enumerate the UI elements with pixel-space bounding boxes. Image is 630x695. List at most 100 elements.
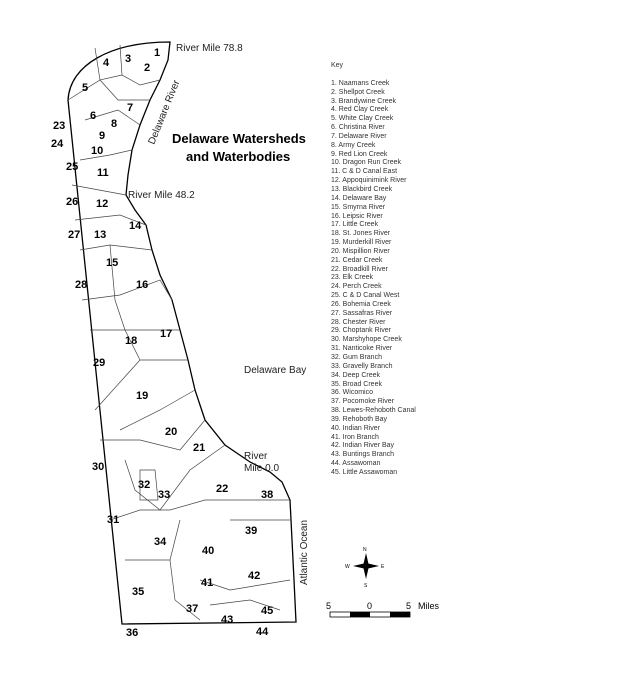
key-item: 6. Christina River — [331, 124, 385, 132]
key-item: 45. Little Assawoman — [331, 468, 398, 476]
scale-bar: 5 0 5 Miles — [326, 601, 440, 618]
num-27: 27 — [68, 229, 80, 241]
num-44: 44 — [256, 626, 269, 638]
key-item: 28. Chester River — [331, 318, 386, 326]
key-item: 2. Shellpot Creek — [331, 88, 385, 96]
key-item: 7. Delaware River — [331, 132, 387, 140]
key-item: 20. Mispillion River — [331, 247, 390, 255]
key-item: 17. Little Creek — [331, 221, 379, 229]
num-34: 34 — [154, 536, 167, 548]
key-item: 9. Red Lion Creek — [331, 150, 388, 158]
num-21: 21 — [193, 442, 205, 454]
watershed-numbers: 1 2 3 4 5 6 7 8 9 10 11 12 13 14 15 16 1… — [51, 47, 273, 639]
scale-right: 5 — [406, 601, 411, 611]
key-item: 29. Choptank River — [331, 327, 391, 335]
key-item: 23. Elk Creek — [331, 274, 374, 282]
key-item: 33. Gravelly Branch — [331, 362, 393, 370]
key-item: 34. Deep Creek — [331, 371, 381, 379]
key-item: 41. Iron Branch — [331, 433, 379, 441]
key-item: 36. Wicomico — [331, 389, 374, 397]
num-1: 1 — [154, 47, 160, 59]
river-mile-0-label-2: Mile 0.0 — [244, 463, 279, 474]
key-item: 11. C & D Canal East — [331, 168, 398, 176]
num-12: 12 — [96, 198, 108, 210]
compass-w: W — [345, 564, 350, 570]
num-6: 6 — [90, 110, 96, 122]
num-4: 4 — [103, 57, 110, 69]
delaware-bay-label: Delaware Bay — [244, 365, 306, 376]
num-14: 14 — [129, 220, 142, 232]
key-item: 42. Indian River Bay — [331, 442, 395, 450]
key-item: 1. Naamans Creek — [331, 79, 390, 87]
key-item: 19. Murderkill River — [331, 239, 392, 247]
num-15: 15 — [106, 257, 118, 269]
scale-unit: Miles — [418, 601, 440, 611]
key-item: 5. White Clay Creek — [331, 115, 394, 123]
num-8: 8 — [111, 118, 117, 130]
num-22: 22 — [216, 483, 228, 495]
compass-n: N — [363, 547, 367, 553]
num-13: 13 — [94, 229, 106, 241]
num-32: 32 — [138, 479, 150, 491]
num-16: 16 — [136, 279, 148, 291]
compass-e: E — [381, 564, 385, 570]
key-item: 12. Appoquinimink River — [331, 177, 407, 185]
key-item: 39. Rehoboth Bay — [331, 415, 388, 423]
num-30: 30 — [92, 461, 104, 473]
num-17: 17 — [160, 328, 172, 340]
num-18: 18 — [125, 335, 137, 347]
key-item: 35. Broad Creek — [331, 380, 382, 388]
num-42: 42 — [248, 570, 260, 582]
key-item: 4. Red Clay Creek — [331, 106, 389, 114]
compass-rose-icon: N S E W — [345, 547, 385, 589]
key-item: 31. Nanticoke River — [331, 345, 393, 353]
key-item: 14. Delaware Bay — [331, 194, 387, 202]
num-41: 41 — [201, 577, 213, 589]
num-29: 29 — [93, 357, 105, 369]
num-36: 36 — [126, 627, 138, 639]
key-item: 15. Smyrna River — [331, 203, 386, 211]
num-37: 37 — [186, 603, 198, 615]
num-35: 35 — [132, 586, 144, 598]
num-10: 10 — [91, 145, 103, 157]
num-25: 25 — [66, 161, 78, 173]
num-38: 38 — [261, 489, 273, 501]
watershed-boundaries — [67, 44, 291, 621]
river-mile-0-label-1: River — [244, 451, 268, 462]
river-mile-78-label: River Mile 78.8 — [176, 43, 243, 54]
compass-s: S — [364, 583, 368, 589]
key-item: 32. Gum Branch — [331, 354, 382, 361]
num-39: 39 — [245, 525, 257, 537]
key-item: 40. Indian River — [331, 424, 381, 432]
num-31: 31 — [107, 514, 119, 526]
scale-left: 5 — [326, 601, 331, 611]
num-33: 33 — [158, 489, 170, 501]
key-item: 3. Brandywine Creek — [331, 97, 396, 105]
key-item: 38. Lewes-Rehoboth Canal — [331, 407, 416, 415]
key-item: 21. Cedar Creek — [331, 256, 383, 264]
map-title-line1: Delaware Watersheds — [172, 131, 306, 146]
state-outline — [67, 41, 297, 625]
num-5: 5 — [82, 82, 88, 94]
num-45: 45 — [261, 605, 273, 617]
key-item: 18. St. Jones River — [331, 230, 391, 238]
num-26: 26 — [66, 196, 78, 208]
key-item: 27. Sassafras River — [331, 309, 393, 317]
num-9: 9 — [99, 130, 105, 142]
num-19: 19 — [136, 390, 148, 402]
key-item: 16. Leipsic River — [331, 212, 383, 220]
atlantic-ocean-label: Atlantic Ocean — [299, 520, 310, 585]
key-item: 30. Marshyhope Creek — [331, 336, 402, 344]
key-item: 25. C & D Canal West — [331, 292, 400, 300]
key-item: 10. Dragon Run Creek — [331, 159, 402, 167]
key-title: Key — [331, 62, 344, 69]
key-item: 22. Broadkill River — [331, 265, 388, 273]
map-title-line2: and Waterbodies — [186, 149, 290, 164]
num-11: 11 — [97, 167, 109, 179]
num-40: 40 — [202, 545, 214, 557]
key-item: 13. Blackbird Creek — [331, 185, 393, 193]
num-23: 23 — [53, 120, 65, 132]
num-43: 43 — [221, 614, 233, 626]
